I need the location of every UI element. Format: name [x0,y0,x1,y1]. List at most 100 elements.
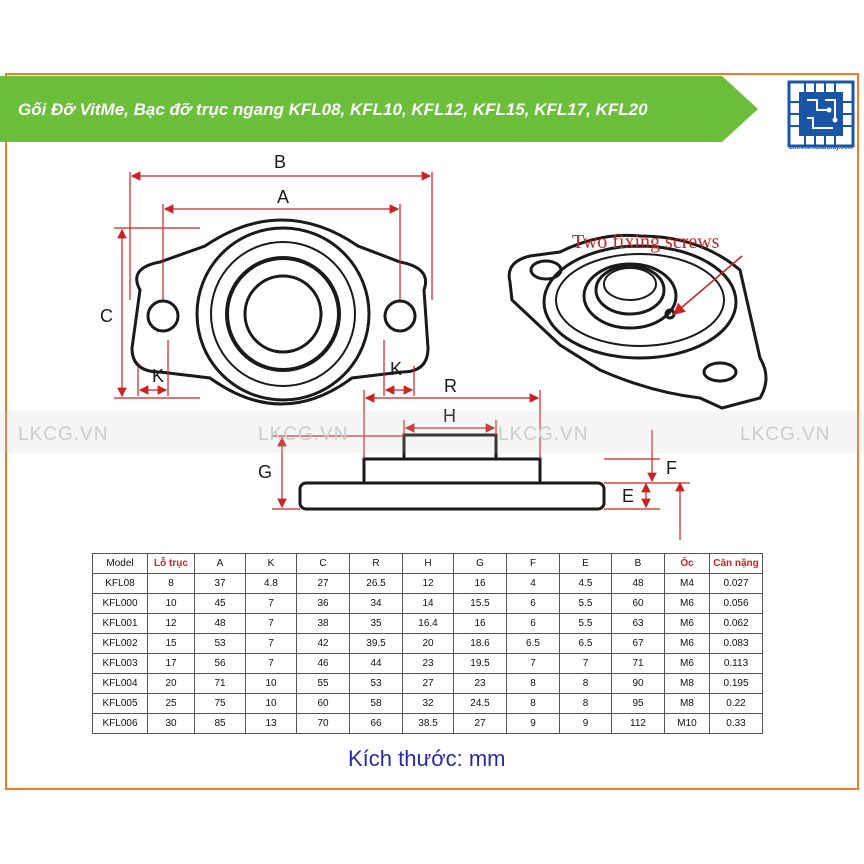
table-cell: 4.5 [559,573,612,594]
dim-label-k-left: K [152,366,164,386]
table-cell: 7 [245,613,297,634]
table-cell: 37 [194,573,246,594]
table-cell: 95 [611,693,665,714]
banner-title: Gối Đỡ VitMe, Bạc đỡ trục ngang KFL08, K… [18,100,648,119]
dim-label-a: A [277,187,289,207]
table-cell: 12 [402,573,454,594]
table-cell: KFL006 [92,713,148,734]
table-cell: 10 [245,693,297,714]
table-cell: 19.5 [453,653,507,674]
table-cell: 15.5 [453,593,507,614]
spec-table-header: Model Lỗ trục A K C R H G F E B Ốc Cân n… [92,553,763,574]
table-cell: 0.22 [709,693,763,714]
table-cell: 6.5 [506,633,560,654]
table-cell: 5.5 [559,613,612,634]
table-cell: 16 [453,613,507,634]
table-cell: 85 [194,713,246,734]
dim-label-r: R [444,376,457,396]
table-cell: 13 [245,713,297,734]
table-cell: KFL001 [92,613,148,634]
table-cell: 56 [194,653,246,674]
table-cell: 23 [453,673,507,694]
table-cell: M10 [664,713,710,734]
col-screw: Ốc [664,553,710,574]
table-cell: 8 [559,673,612,694]
table-cell: 66 [349,713,403,734]
table-cell: 4.8 [245,573,297,594]
table-cell: 0.083 [709,633,763,654]
front-dimensions [114,171,433,399]
table-cell: 48 [194,613,246,634]
table-cell: KFL08 [92,573,148,594]
table-cell: 7 [506,653,560,674]
table-cell: 10 [147,593,195,614]
table-cell: 32 [402,693,454,714]
table-cell: 30 [147,713,195,734]
table-cell: KFL005 [92,693,148,714]
dim-label-k-right: K [390,359,402,379]
logo-text: LinhKienCauGiay.com [789,145,853,151]
table-cell: 27 [296,573,350,594]
watermark: LKCG.VN [258,424,349,445]
table-cell: 44 [349,653,403,674]
table-cell: 8 [506,673,560,694]
table-cell: 63 [611,613,665,634]
table-cell: 58 [349,693,403,714]
table-cell: 60 [611,593,665,614]
table-cell: 0.056 [709,593,763,614]
table-cell: 7 [245,593,297,614]
table-cell: M6 [664,633,710,654]
table-cell: 48 [611,573,665,594]
table-cell: 39.5 [349,633,403,654]
table-cell: 6 [506,613,560,634]
table-cell: 75 [194,693,246,714]
table-cell: KFL003 [92,653,148,674]
side-view [298,433,606,511]
table-cell: 7 [245,653,297,674]
dim-label-h: H [443,406,456,426]
table-cell: 27 [453,713,507,734]
spec-table: Model Lỗ trục A K C R H G F E B Ốc Cân n… [92,553,763,734]
table-cell: 24.5 [453,693,507,714]
table-cell: 20 [147,673,195,694]
col-weight: Cân nặng [709,553,763,574]
table-cell: 16 [453,573,507,594]
table-cell: M6 [664,653,710,674]
table-cell: 5.5 [559,593,612,614]
table-cell: 16.4 [402,613,454,634]
col-c: C [296,553,350,574]
table-cell: 14 [402,593,454,614]
table-cell: 45 [194,593,246,614]
table-cell: 9 [559,713,612,734]
table-cell: 6 [506,593,560,614]
table-cell: 71 [194,673,246,694]
fixing-screws-arrow [672,255,743,315]
col-shaft-bore: Lỗ trục [147,553,195,574]
technical-drawing: B A C K K Two fixing screws [100,152,768,540]
isometric-view [507,233,768,410]
table-cell: 18.6 [453,633,507,654]
watermark: LKCG.VN [18,424,109,445]
table-cell: 0.062 [709,613,763,634]
table-cell: 26.5 [349,573,403,594]
dim-label-c: C [100,306,113,326]
content-frame [5,73,859,790]
banner-shape [0,76,758,142]
table-cell: 27 [402,673,454,694]
table-cell: 90 [611,673,665,694]
table-cell: 0.33 [709,713,763,734]
table-cell: KFL002 [92,633,148,654]
table-cell: 20 [402,633,454,654]
circuit-chip-icon [787,80,855,148]
table-cell: 8 [147,573,195,594]
col-g: G [453,553,507,574]
table-cell: M6 [664,593,710,614]
side-dimensions [272,390,690,540]
front-view [130,218,430,406]
